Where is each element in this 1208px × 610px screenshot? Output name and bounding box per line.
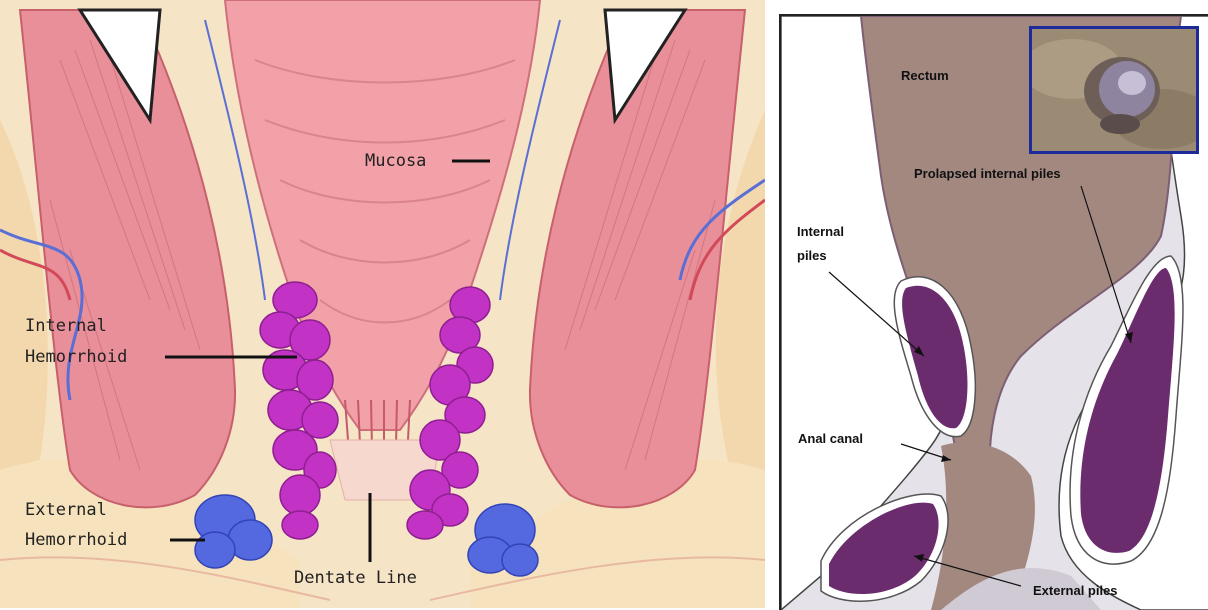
hemorrhoid-anatomy-illustration: Mucosa Internal Hemorrhoid External Hemo… bbox=[0, 0, 765, 608]
dentate-line-label: Dentate Line bbox=[294, 568, 417, 588]
rectum-label: Rectum bbox=[901, 68, 949, 84]
anatomy-drawing bbox=[0, 0, 765, 608]
inset-photo-drawing bbox=[1032, 29, 1196, 151]
internal-piles-label-line1: Internal bbox=[797, 224, 844, 240]
prolapsed-internal-piles-label: Prolapsed internal piles bbox=[914, 166, 1061, 182]
external-hemorrhoid-label-line1: External bbox=[25, 500, 107, 520]
external-hemorrhoid-label-line2: Hemorrhoid bbox=[25, 530, 127, 550]
prolapsed-pile-photo bbox=[1029, 26, 1199, 154]
internal-hemorrhoid-label-line1: Internal bbox=[25, 316, 107, 336]
external-piles-label: External piles bbox=[1033, 583, 1118, 599]
anal-canal-label: Anal canal bbox=[798, 431, 863, 447]
internal-hemorrhoid-label-line2: Hemorrhoid bbox=[25, 347, 127, 367]
mucosa-label: Mucosa bbox=[365, 151, 426, 171]
piles-schematic-diagram: Rectum Prolapsed internal piles Internal… bbox=[779, 14, 1208, 610]
internal-piles-label-line2: piles bbox=[797, 248, 827, 264]
